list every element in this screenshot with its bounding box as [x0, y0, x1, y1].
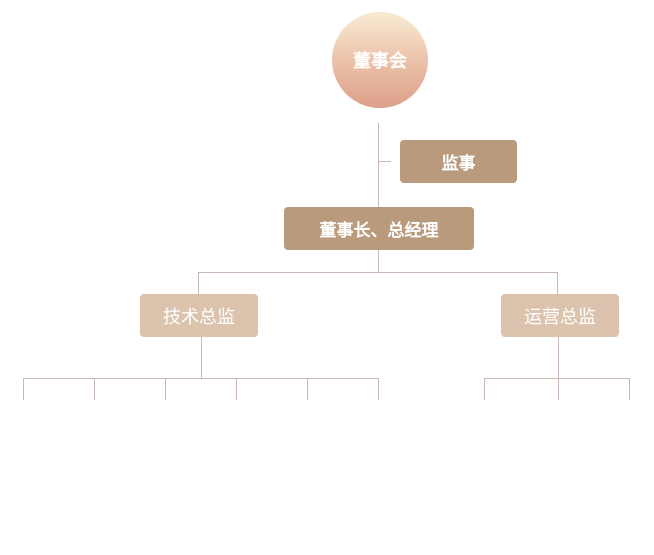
tech-branch-stub — [378, 378, 379, 400]
connector-chairman-down — [378, 250, 379, 272]
ops-director-label: 运营总监 — [524, 306, 596, 328]
connector-director-bar — [198, 272, 558, 273]
connector-tech-branch-bar — [23, 378, 379, 379]
tech-branch-stub — [165, 378, 166, 400]
board-label: 董事会 — [353, 51, 407, 72]
ops-branch-stub — [484, 378, 485, 400]
tech-branch-stub — [307, 378, 308, 400]
tech-director-node: 技术总监 — [140, 294, 258, 337]
connector-board-to-chairman — [378, 123, 379, 207]
connector-to-tech — [198, 272, 199, 294]
connector-tech-down — [201, 337, 202, 378]
tech-branch-stub — [94, 378, 95, 400]
connector-ops-branch-bar — [484, 378, 630, 379]
board-node: 董事会 — [332, 12, 428, 108]
chairman-gm-node: 董事长、总经理 — [284, 207, 474, 250]
ops-branch-stub — [558, 378, 559, 400]
connector-to-ops — [557, 272, 558, 294]
supervisor-node: 监事 — [400, 140, 517, 183]
connector-to-supervisor — [378, 161, 391, 162]
tech-branch-stub — [23, 378, 24, 400]
connector-ops-down — [558, 337, 559, 378]
tech-director-label: 技术总监 — [163, 306, 235, 328]
tech-branch-stub — [236, 378, 237, 400]
chairman-gm-label: 董事长、总经理 — [319, 221, 439, 241]
ops-director-node: 运营总监 — [501, 294, 619, 337]
supervisor-label: 监事 — [441, 154, 476, 174]
ops-branch-stub — [629, 378, 630, 400]
